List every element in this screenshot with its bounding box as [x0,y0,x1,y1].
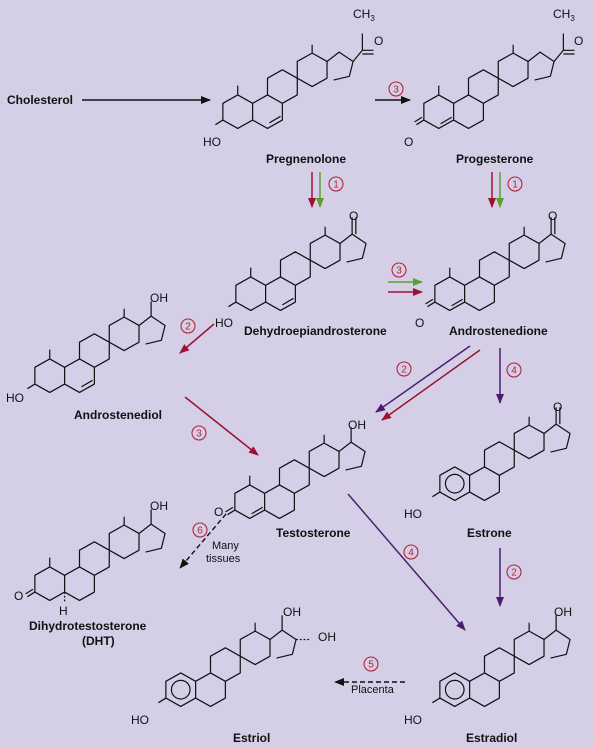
label-dht: Dihydrotestosterone [29,619,147,633]
testosterone-oh-label: OH [348,418,366,432]
note-many: Many [212,540,239,552]
note-placenta: Placenta [351,684,395,696]
svg-text:4: 4 [408,548,414,559]
label-testosterone: Testosterone [276,526,351,540]
svg-text:3: 3 [396,266,402,277]
estriol-ho-label: HO [131,713,149,727]
svg-text:4: 4 [511,366,517,377]
step-marker-preg-prog: 3 [388,81,404,97]
step-marker-preg-dhea: 1 [328,176,344,192]
preg-ch3-label: CH3 [353,7,375,23]
androstenedione-structure [425,217,566,312]
arrow-androstenediol-testosterone [184,396,259,456]
testosterone-ring-o: O [214,505,223,519]
svg-text:2: 2 [401,365,407,376]
step-marker-androstenediol-testosterone: 3 [191,425,207,441]
dht-h-label: H [59,604,68,618]
androstenediol-oh-label: OH [150,291,168,305]
estradiol-structure [432,615,571,708]
dhea-structure [228,217,367,312]
progesterone-structure [414,33,575,130]
note-tissues: tissues [206,553,241,565]
estradiol-ho-label: HO [404,713,422,727]
step-marker-dhea-andro: 3 [391,262,407,278]
estrone-carbonyl-o: O [553,400,562,414]
label-dht-abbrev: (DHT) [82,634,115,648]
prog-carbonyl-o: O [574,34,583,48]
svg-text:1: 1 [333,180,339,191]
prog-ring-o: O [404,135,413,149]
estriol-oh-label-16: OH [318,630,336,644]
arrow-andro-testosterone-crimson [381,349,481,421]
andro-carbonyl-o: O [548,209,557,223]
dht-structure [25,509,166,603]
label-estradiol: Estradiol [466,731,517,745]
preg-ho-label: HO [203,135,221,149]
arrow-andro-testosterone-purple [375,345,471,413]
svg-text:6: 6 [197,526,203,537]
dhea-ho-label: HO [215,316,233,330]
step-marker-estrone-estradiol: 2 [506,564,522,580]
androstenediol-structure [27,301,166,394]
svg-text:2: 2 [185,322,191,333]
svg-text:3: 3 [393,85,399,96]
estrone-structure [432,407,571,502]
step-marker-prog-andro: 1 [507,176,523,192]
label-progesterone: Progesterone [456,152,534,166]
svg-text:5: 5 [368,660,374,671]
step-marker-testosterone-dht: 6 [192,522,208,538]
label-dhea: Dehydroepiandrosterone [244,324,387,338]
svg-text:3: 3 [196,429,202,440]
androstenediol-ho-label: HO [6,391,24,405]
label-pregnenolone: Pregnenolone [266,152,346,166]
estriol-oh-label-17: OH [283,605,301,619]
pregnenolone-structure [215,33,374,130]
step-marker-estradiol-estriol: 5 [363,656,379,672]
svg-text:2: 2 [511,568,517,579]
step-marker-dhea-androstenediol: 2 [180,318,196,334]
estriol-structure [158,615,310,708]
estradiol-oh-label: OH [554,605,572,619]
dhea-carbonyl-o: O [349,209,358,223]
label-estrone: Estrone [467,526,512,540]
dht-ring-o: O [14,589,23,603]
dht-oh-label: OH [150,499,168,513]
arrow-testosterone-dht [179,513,227,569]
andro-ring-o: O [415,316,424,330]
label-estriol: Estriol [233,731,270,745]
step-marker-testosterone-estradiol: 4 [403,544,419,560]
arrow-testosterone-estradiol [347,493,466,631]
label-cholesterol: Cholesterol [7,93,73,107]
prog-ch3-label: CH3 [553,7,575,23]
step-marker-andro-testosterone: 2 [396,361,412,377]
preg-carbonyl-o: O [374,34,383,48]
testosterone-structure [225,427,366,520]
label-androstenedione: Androstenedione [449,324,548,338]
step-marker-andro-estrone: 4 [506,362,522,378]
arrow-dhea-androstenediol [179,323,215,354]
label-androstenediol: Androstenediol [74,408,162,422]
estrone-ho-label: HO [404,507,422,521]
svg-text:1: 1 [512,180,518,191]
